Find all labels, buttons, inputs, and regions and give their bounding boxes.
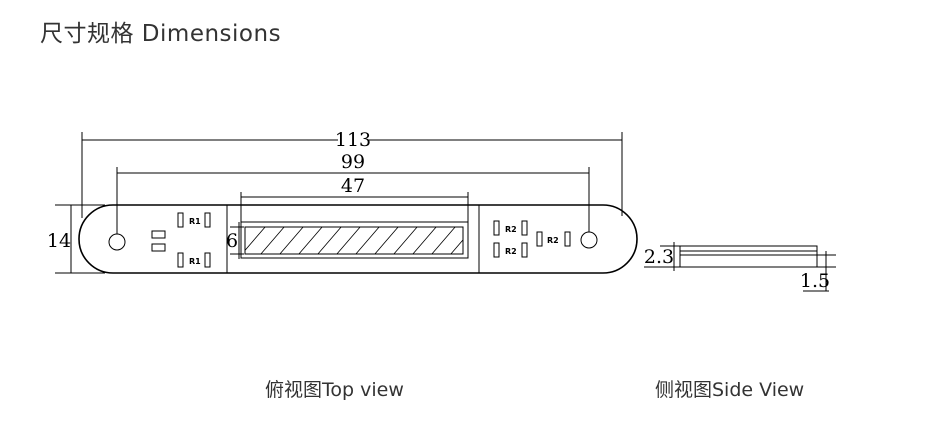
- dimension-47-label: 47: [341, 175, 365, 197]
- r2-bottom-left-contact: [493, 242, 500, 258]
- dimension-99-label: 99: [341, 151, 365, 173]
- dimension-113-label: 113: [335, 129, 371, 151]
- r1-top-label: R1: [189, 217, 201, 226]
- top-view-outline: [78, 204, 638, 274]
- r2-bottom-label: R2: [505, 247, 517, 256]
- left-pad-top: [151, 230, 166, 239]
- top-view: R1 R1 R2 R2 R2: [47, 129, 638, 274]
- r2-side-label: R2: [547, 236, 559, 245]
- r1-bottom-right-contact: [204, 252, 211, 268]
- r1-bottom-label: R1: [189, 257, 201, 266]
- r2-side-right-contact: [564, 231, 571, 247]
- dimension-113: 113: [81, 129, 623, 218]
- side-view-body: [679, 245, 818, 268]
- dimension-6: 6: [226, 222, 244, 259]
- dimension-14-label: 14: [47, 230, 71, 252]
- r1-top-right-contact: [204, 212, 211, 228]
- r2-bottom-right-contact: [521, 242, 528, 258]
- dimension-99: 99: [116, 151, 590, 234]
- side-view: 2.3 1.5: [644, 242, 836, 292]
- page-title: 尺寸规格 Dimensions: [40, 21, 282, 47]
- r2-side-left-contact: [536, 231, 543, 247]
- dimension-47: 47: [240, 175, 469, 222]
- dimension-14: 14: [47, 204, 105, 274]
- r2-top-label: R2: [505, 225, 517, 234]
- window-hatching: [245, 227, 463, 254]
- window-frame: [240, 221, 469, 259]
- top-view-caption: 俯视图Top view: [265, 379, 404, 401]
- dimension-1-5-label: 1.5: [800, 270, 830, 292]
- side-view-caption: 侧视图Side View: [655, 379, 805, 401]
- r1-top-left-contact: [177, 212, 184, 228]
- r1-bottom-left-contact: [177, 252, 184, 268]
- dimension-6-label: 6: [226, 230, 238, 252]
- r2-top-left-contact: [493, 220, 500, 236]
- dimension-2-3: 2.3: [644, 242, 680, 271]
- dimension-1-5: 1.5: [800, 251, 836, 292]
- left-pad-bottom: [151, 243, 166, 252]
- r2-top-right-contact: [521, 220, 528, 236]
- dimension-2-3-label: 2.3: [644, 246, 674, 268]
